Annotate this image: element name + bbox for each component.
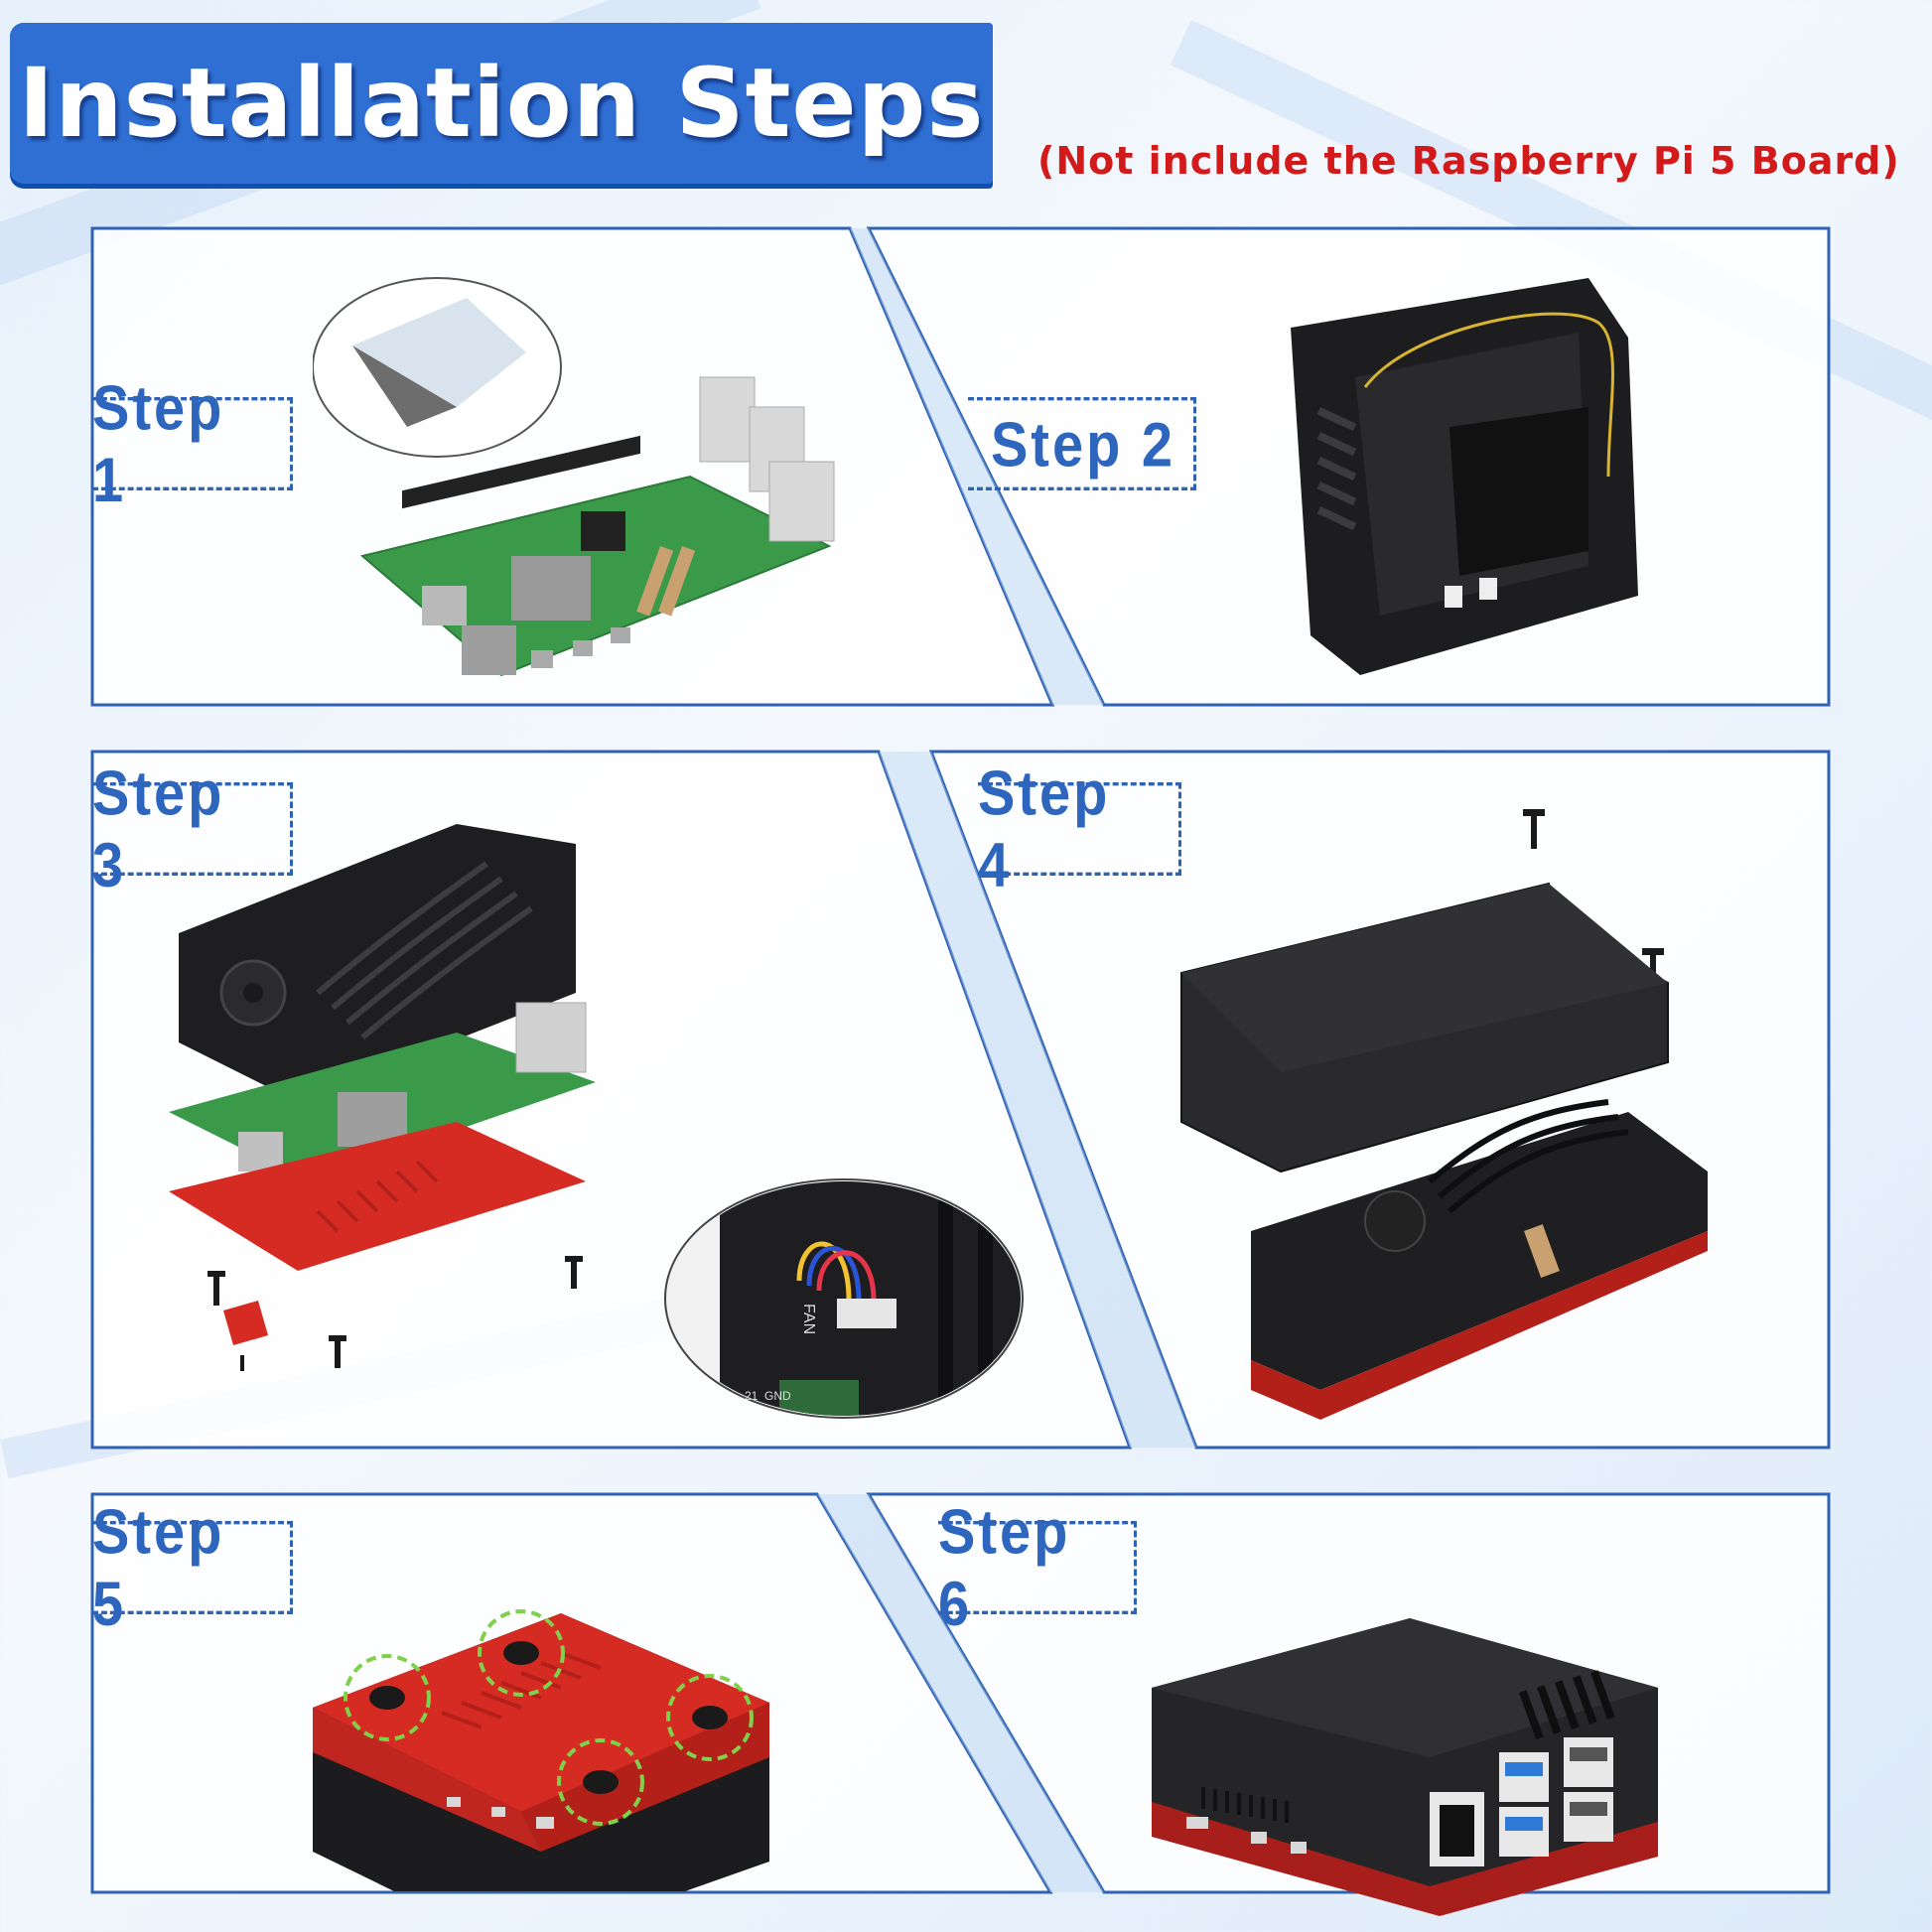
fan-label: FAN	[800, 1304, 817, 1334]
step-1-label: Step 1	[92, 372, 293, 515]
step-1-text: Step 1	[92, 372, 225, 515]
step-2-text: Step 2	[990, 408, 1175, 480]
heatsink-frame-icon	[1291, 278, 1638, 675]
rubber-feet-icon	[313, 1609, 769, 1891]
gnd-label: GND	[764, 1389, 791, 1403]
step-2-label: Step 2	[968, 396, 1196, 491]
page-title: Installation Steps	[18, 48, 985, 159]
exploded-assembly-icon	[169, 824, 596, 1371]
step-3-label: Step 3	[92, 758, 293, 900]
step-5-text: Step 5	[92, 1496, 225, 1639]
assembled-case-icon	[1152, 1618, 1658, 1916]
raspberry-pi-board-icon	[313, 277, 835, 677]
step-6-label: Step 6	[938, 1496, 1137, 1639]
exclusion-note: (Not include the Raspberry Pi 5 Board)	[1037, 139, 1900, 183]
top-cover-icon	[1180, 809, 1708, 1420]
fan-connector-inset: FAN GND 21	[664, 1178, 1024, 1419]
pin-21-label: 21	[745, 1389, 759, 1403]
step-5-label: Step 5	[92, 1496, 293, 1639]
title-banner: Installation Steps	[10, 23, 993, 189]
step-6-text: Step 6	[938, 1496, 1071, 1639]
step-3-text: Step 3	[92, 758, 225, 900]
step-4-label: Step 4	[978, 758, 1181, 900]
step-4-text: Step 4	[978, 758, 1111, 900]
